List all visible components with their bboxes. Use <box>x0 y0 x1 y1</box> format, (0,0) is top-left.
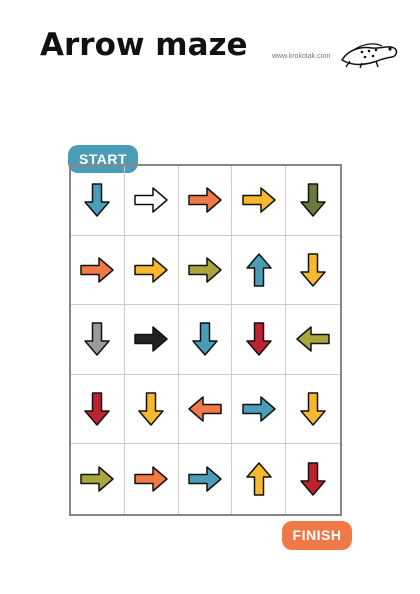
maze-cell <box>71 305 125 375</box>
site-url: www.krokotak.com <box>272 53 331 60</box>
crocodile-logo-icon <box>340 43 398 69</box>
maze-cell <box>286 375 340 445</box>
arrow-down-icon <box>84 392 111 426</box>
arrow-right-icon <box>188 466 222 492</box>
arrow-right-icon <box>134 257 168 283</box>
page-title: Arrow maze <box>40 27 248 63</box>
arrow-down-icon <box>300 183 326 218</box>
maze-cell <box>124 166 179 236</box>
maze-cell <box>125 444 179 514</box>
maze-cell <box>286 444 340 514</box>
arrow-down-icon <box>84 322 111 357</box>
maze-grid <box>69 164 342 516</box>
maze-cell <box>71 374 125 445</box>
arrow-down-icon <box>300 462 326 496</box>
maze-cell <box>178 305 233 375</box>
arrow-down-icon <box>300 392 326 426</box>
arrow-right-icon <box>134 187 168 214</box>
arrow-right-icon <box>242 187 276 214</box>
maze-cell <box>71 444 125 514</box>
maze-cell <box>232 374 287 445</box>
maze-cell <box>232 444 287 514</box>
arrow-up-icon <box>246 462 272 496</box>
maze-cell <box>232 305 287 375</box>
maze-cell <box>286 166 340 236</box>
maze-cell <box>232 235 287 306</box>
arrow-left-icon <box>188 396 222 422</box>
maze-cell <box>232 166 287 236</box>
maze-cell <box>286 305 340 375</box>
maze-cell <box>178 235 233 306</box>
maze-cell <box>71 166 125 236</box>
maze-cell <box>178 166 233 236</box>
arrow-right-icon <box>134 466 168 492</box>
arrow-down-icon <box>138 392 164 426</box>
arrow-right-icon <box>134 326 168 353</box>
finish-label: FINISH <box>282 521 352 550</box>
arrow-right-icon <box>80 466 115 492</box>
arrow-down-icon <box>300 253 326 287</box>
arrow-down-icon <box>192 322 218 357</box>
arrow-down-icon <box>246 322 272 357</box>
maze-cell <box>178 374 233 445</box>
maze-cell <box>124 374 179 445</box>
arrow-right-icon <box>242 396 276 422</box>
arrow-down-icon <box>84 183 111 218</box>
arrow-right-icon <box>80 257 115 283</box>
maze-cell <box>124 305 179 375</box>
start-label: START <box>68 145 138 173</box>
maze-cell <box>286 236 340 306</box>
arrow-right-icon <box>188 257 222 283</box>
maze-cell <box>179 444 233 514</box>
arrow-right-icon <box>188 187 222 214</box>
arrow-left-icon <box>296 326 330 353</box>
maze-cell <box>71 235 125 306</box>
maze-cell <box>124 235 179 306</box>
arrow-up-icon <box>246 253 272 287</box>
